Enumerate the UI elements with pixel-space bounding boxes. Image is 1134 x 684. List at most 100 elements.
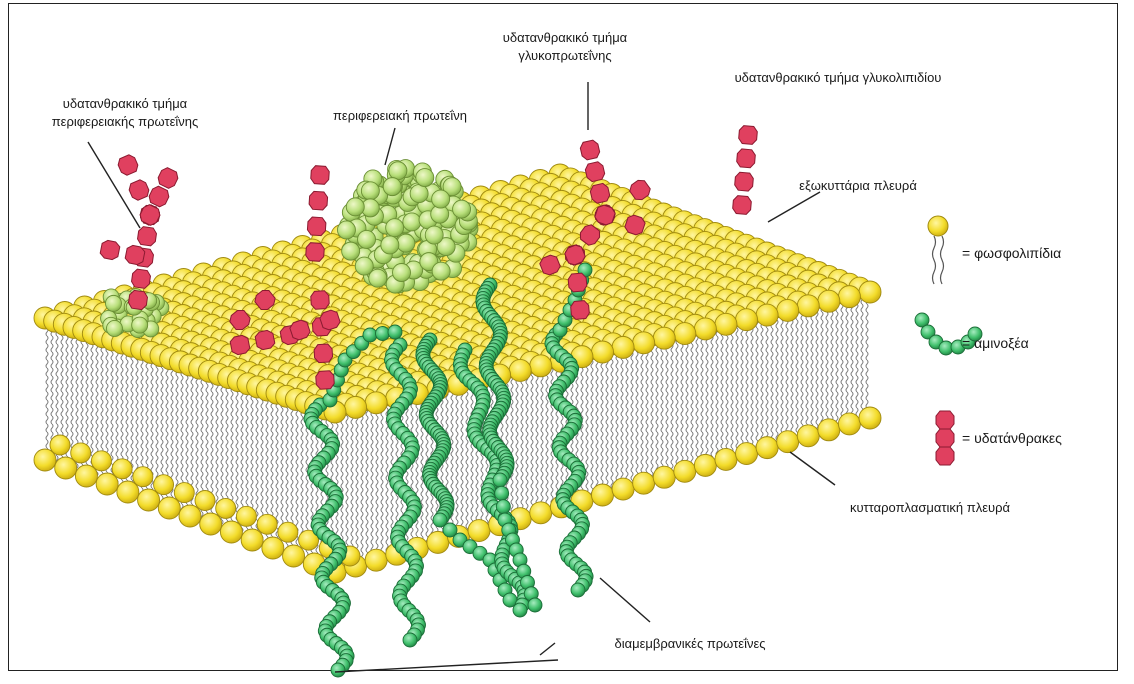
bead <box>674 323 696 345</box>
sugar-unit <box>305 242 324 261</box>
bead <box>331 663 345 677</box>
sugar-unit <box>307 217 326 236</box>
leader-tm-2 <box>540 643 555 655</box>
bead <box>592 341 614 363</box>
bead <box>528 598 542 612</box>
sugar-unit <box>732 195 751 214</box>
bead <box>496 500 510 514</box>
bead <box>200 513 222 535</box>
sugar-unit <box>936 411 954 429</box>
bead <box>278 522 298 542</box>
bead <box>530 502 552 524</box>
sugar-unit <box>127 178 151 202</box>
bead <box>633 472 655 494</box>
bead <box>386 219 404 237</box>
bead <box>361 182 379 200</box>
bead <box>495 486 509 500</box>
sugar-unit <box>315 370 334 389</box>
bead <box>777 299 799 321</box>
bead <box>106 320 122 336</box>
bead <box>257 514 277 534</box>
bead <box>365 549 387 571</box>
bead <box>694 318 716 340</box>
bead <box>425 226 443 244</box>
bead <box>342 242 360 260</box>
bead <box>236 506 256 526</box>
leader-tm-1 <box>600 578 650 622</box>
bead <box>138 489 160 511</box>
bead <box>493 473 507 487</box>
bead <box>50 435 70 455</box>
bead <box>416 169 434 187</box>
bead <box>797 295 819 317</box>
sugar-unit <box>124 244 145 265</box>
label-carb-glycolipid: υδατανθρακικό τμήμα γλυκολιπιδίου <box>735 70 942 85</box>
sugar-unit <box>738 125 757 144</box>
leader-extracellular <box>768 192 820 222</box>
sugar-unit <box>570 300 590 320</box>
bead <box>818 290 840 312</box>
sugar-unit <box>579 139 601 161</box>
bead <box>612 478 634 500</box>
bead <box>530 355 552 377</box>
sugar-unit <box>568 273 588 293</box>
bead <box>365 392 387 414</box>
bead <box>736 443 758 465</box>
bead <box>818 419 840 441</box>
bead <box>715 313 737 335</box>
bead <box>216 498 236 518</box>
bead <box>174 483 194 503</box>
bead <box>653 466 675 488</box>
bead <box>736 309 758 331</box>
bead <box>403 633 417 647</box>
sugar-unit <box>736 149 755 168</box>
bead <box>653 327 675 349</box>
bead <box>674 460 696 482</box>
bead <box>105 295 121 311</box>
bead <box>393 264 411 282</box>
carbohydrate-icon <box>936 411 954 465</box>
bead <box>397 234 415 252</box>
bead <box>355 257 373 275</box>
legend-carbohydrates: = υδατάνθρακες <box>962 430 1062 446</box>
bead <box>838 413 860 435</box>
bead <box>381 236 399 254</box>
sugar-unit <box>116 153 140 177</box>
bead <box>337 221 355 239</box>
bead <box>133 467 153 487</box>
sugar-unit <box>99 239 120 260</box>
leader-peripheral-protein <box>385 128 395 165</box>
sugar-unit <box>936 429 954 447</box>
label-carb-glycoprotein-2: γλυκοπρωτεΐνης <box>518 48 611 63</box>
sugar-unit <box>314 344 333 363</box>
sugar-unit <box>309 191 328 210</box>
peripheral-protein-large <box>337 160 477 294</box>
legend-phospholipids: = φωσφολιπίδια <box>962 245 1061 261</box>
sugar-unit <box>310 165 329 184</box>
bead <box>96 473 118 495</box>
bead <box>694 454 716 476</box>
bead <box>132 317 148 333</box>
bead <box>158 497 180 519</box>
bead <box>592 484 614 506</box>
bead <box>756 304 778 326</box>
bead <box>432 262 450 280</box>
bead <box>715 448 737 470</box>
bead <box>756 437 778 459</box>
bead <box>71 443 91 463</box>
bead <box>403 213 421 231</box>
bead <box>358 230 376 248</box>
bead <box>797 425 819 447</box>
bead <box>376 327 390 341</box>
bead <box>195 491 215 511</box>
bead <box>220 521 242 543</box>
label-transmembrane-proteins: διαμεμβρανικές πρωτεΐνες <box>614 636 765 651</box>
sugar-unit <box>310 290 329 309</box>
label-cytoplasmic-side: κυτταροπλασματική πλευρά <box>850 500 1011 515</box>
bead <box>112 459 132 479</box>
bead <box>389 162 407 180</box>
bead <box>777 431 799 453</box>
legend-amino-acids: = αμινοξέα <box>962 335 1029 351</box>
phospholipid-icon <box>928 216 948 284</box>
